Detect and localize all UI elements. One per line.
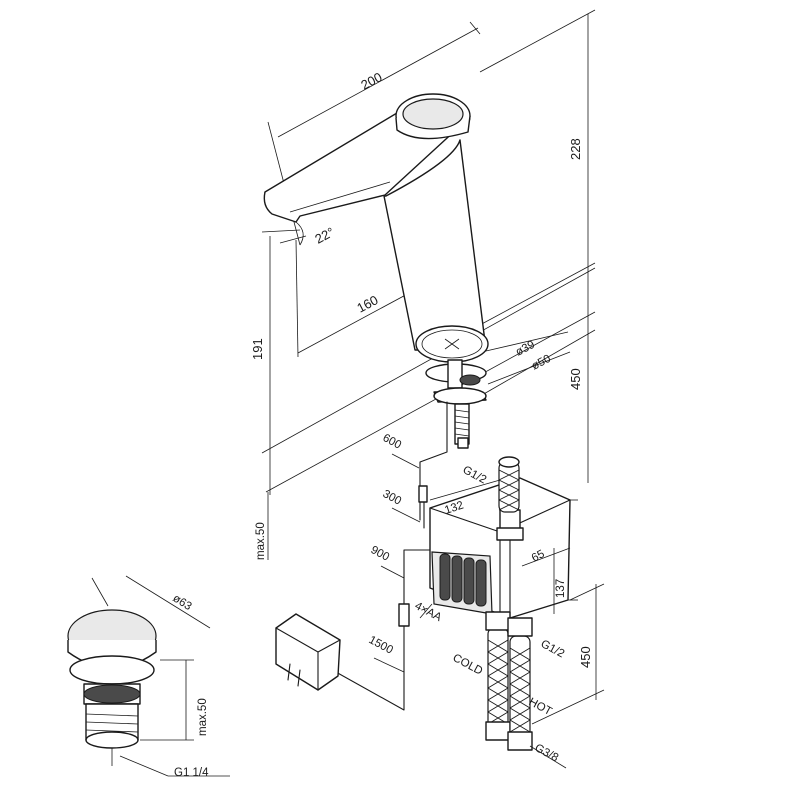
label-drain-thread: G1 1/4 — [174, 767, 209, 779]
label-base-inner-diameter: ø39 — [514, 339, 537, 359]
label-sensor-cable: 600 — [381, 432, 404, 452]
label-base-outer-diameter: ø50 — [530, 353, 553, 373]
cables — [317, 401, 448, 711]
label-box-depth: 65 — [530, 548, 547, 565]
faucet-body — [263, 93, 489, 449]
label-box-height: 137 — [555, 579, 567, 598]
label-spout-clearance: 191 — [250, 338, 265, 360]
label-drain-thickness: max.50 — [197, 698, 209, 736]
label-cold: COLD — [451, 652, 485, 678]
label-box-width: 132 — [443, 500, 465, 517]
label-inlet-bottom: G1/2 — [539, 638, 567, 660]
label-faucet-height: 228 — [568, 138, 583, 160]
drain — [67, 575, 230, 777]
label-max-countertop: max.50 — [255, 522, 267, 560]
label-adapter-cable: 1500 — [367, 634, 395, 657]
label-cable-300: 300 — [381, 488, 404, 508]
label-box-floor-height: 450 — [578, 646, 593, 668]
label-drain-diameter: ø63 — [170, 592, 193, 613]
power-adapter — [275, 613, 341, 691]
label-spout-projection: 160 — [354, 292, 380, 315]
label-outlet-thread: G3/8 — [533, 742, 561, 764]
label-cable-900: 900 — [369, 544, 392, 564]
label-spout-angle: 22° — [312, 224, 336, 246]
label-faucet-length: 200 — [358, 69, 384, 92]
label-lower-height: 450 — [568, 368, 583, 390]
label-hot: HOT — [527, 696, 554, 718]
hoses — [485, 456, 605, 769]
label-inlet-top: G1/2 — [461, 464, 489, 486]
control-box — [419, 477, 578, 619]
